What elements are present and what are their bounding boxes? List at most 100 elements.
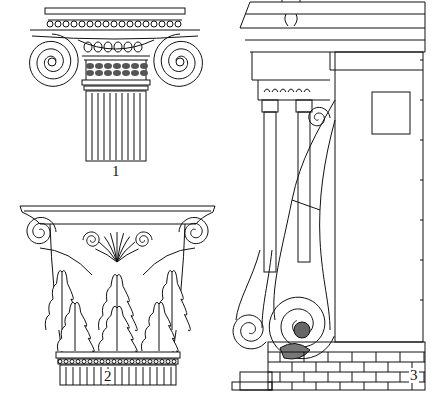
stroke <box>143 21 149 27</box>
stroke <box>134 93 135 160</box>
stroke <box>140 70 148 76</box>
stroke <box>280 343 310 359</box>
stroke <box>110 93 111 160</box>
stroke <box>150 367 151 385</box>
stroke <box>280 352 281 362</box>
stroke <box>175 21 181 27</box>
stroke <box>80 367 81 385</box>
stroke <box>118 360 122 364</box>
console-volute <box>309 107 330 125</box>
stroke <box>420 100 423 101</box>
stroke <box>122 70 130 76</box>
stroke <box>122 63 130 69</box>
stroke <box>352 372 353 382</box>
stroke <box>364 382 365 390</box>
stroke <box>154 360 158 364</box>
callout-number: 1 <box>111 164 121 179</box>
stroke <box>113 63 121 69</box>
stroke <box>128 93 129 160</box>
stroke <box>292 382 293 390</box>
stroke <box>142 360 146 364</box>
stroke <box>131 63 139 69</box>
helix-spiral <box>27 218 56 244</box>
console-volute <box>269 297 334 358</box>
stroke <box>388 382 389 390</box>
stroke <box>92 93 93 160</box>
stroke <box>140 63 148 69</box>
stroke <box>304 352 305 362</box>
stroke <box>340 382 341 390</box>
stroke <box>127 21 133 27</box>
stroke <box>79 21 85 27</box>
stroke <box>376 352 377 362</box>
stroke <box>87 21 93 27</box>
helix-spiral <box>83 232 99 246</box>
stroke <box>87 367 88 385</box>
stroke <box>143 367 144 385</box>
stroke <box>84 42 92 52</box>
stroke <box>94 367 95 385</box>
stroke <box>95 21 101 27</box>
stroke <box>316 362 317 372</box>
stroke <box>420 300 423 301</box>
stroke <box>86 70 94 76</box>
stroke <box>400 352 401 362</box>
stroke <box>164 367 165 385</box>
stroke <box>134 42 142 52</box>
stroke <box>304 89 310 92</box>
console-bracket <box>232 0 425 390</box>
stroke <box>157 367 158 385</box>
stroke <box>294 322 310 338</box>
stroke <box>316 382 317 390</box>
stroke <box>296 89 302 92</box>
stroke <box>167 21 173 27</box>
stroke <box>400 372 401 382</box>
stroke <box>100 360 104 364</box>
console-volute <box>233 315 266 349</box>
stroke <box>131 70 139 76</box>
stroke <box>88 360 92 364</box>
stroke <box>272 89 278 92</box>
stroke <box>280 372 281 382</box>
stroke <box>82 360 86 364</box>
stroke <box>424 352 425 362</box>
stroke <box>412 382 413 390</box>
stroke <box>95 63 103 69</box>
stroke <box>264 89 270 92</box>
stroke <box>130 360 134 364</box>
helix-spiral <box>179 218 208 244</box>
stroke <box>388 362 389 372</box>
stroke <box>73 367 74 385</box>
stroke <box>166 360 170 364</box>
ionic-capital <box>30 8 203 161</box>
stroke <box>124 360 128 364</box>
stroke <box>113 70 121 76</box>
stroke <box>104 70 112 76</box>
stroke <box>124 42 132 52</box>
stroke <box>66 367 67 385</box>
stroke <box>364 362 365 372</box>
stroke <box>104 42 112 52</box>
stroke <box>103 21 109 27</box>
stroke <box>95 70 103 76</box>
stroke <box>64 360 68 364</box>
stroke <box>129 367 130 385</box>
stroke <box>71 21 77 27</box>
stroke <box>136 367 137 385</box>
stroke <box>122 93 123 160</box>
stroke <box>376 372 377 382</box>
stroke <box>116 93 117 160</box>
volute-spiral <box>154 34 203 86</box>
stroke <box>119 21 125 27</box>
stroke <box>171 367 172 385</box>
stroke <box>140 93 141 160</box>
acanthus-leaf <box>57 302 94 352</box>
stroke <box>115 367 116 385</box>
stroke <box>94 360 98 364</box>
palmette <box>99 242 117 262</box>
acanthus-leaf <box>98 306 137 352</box>
stroke <box>104 93 105 160</box>
stroke <box>268 372 425 373</box>
